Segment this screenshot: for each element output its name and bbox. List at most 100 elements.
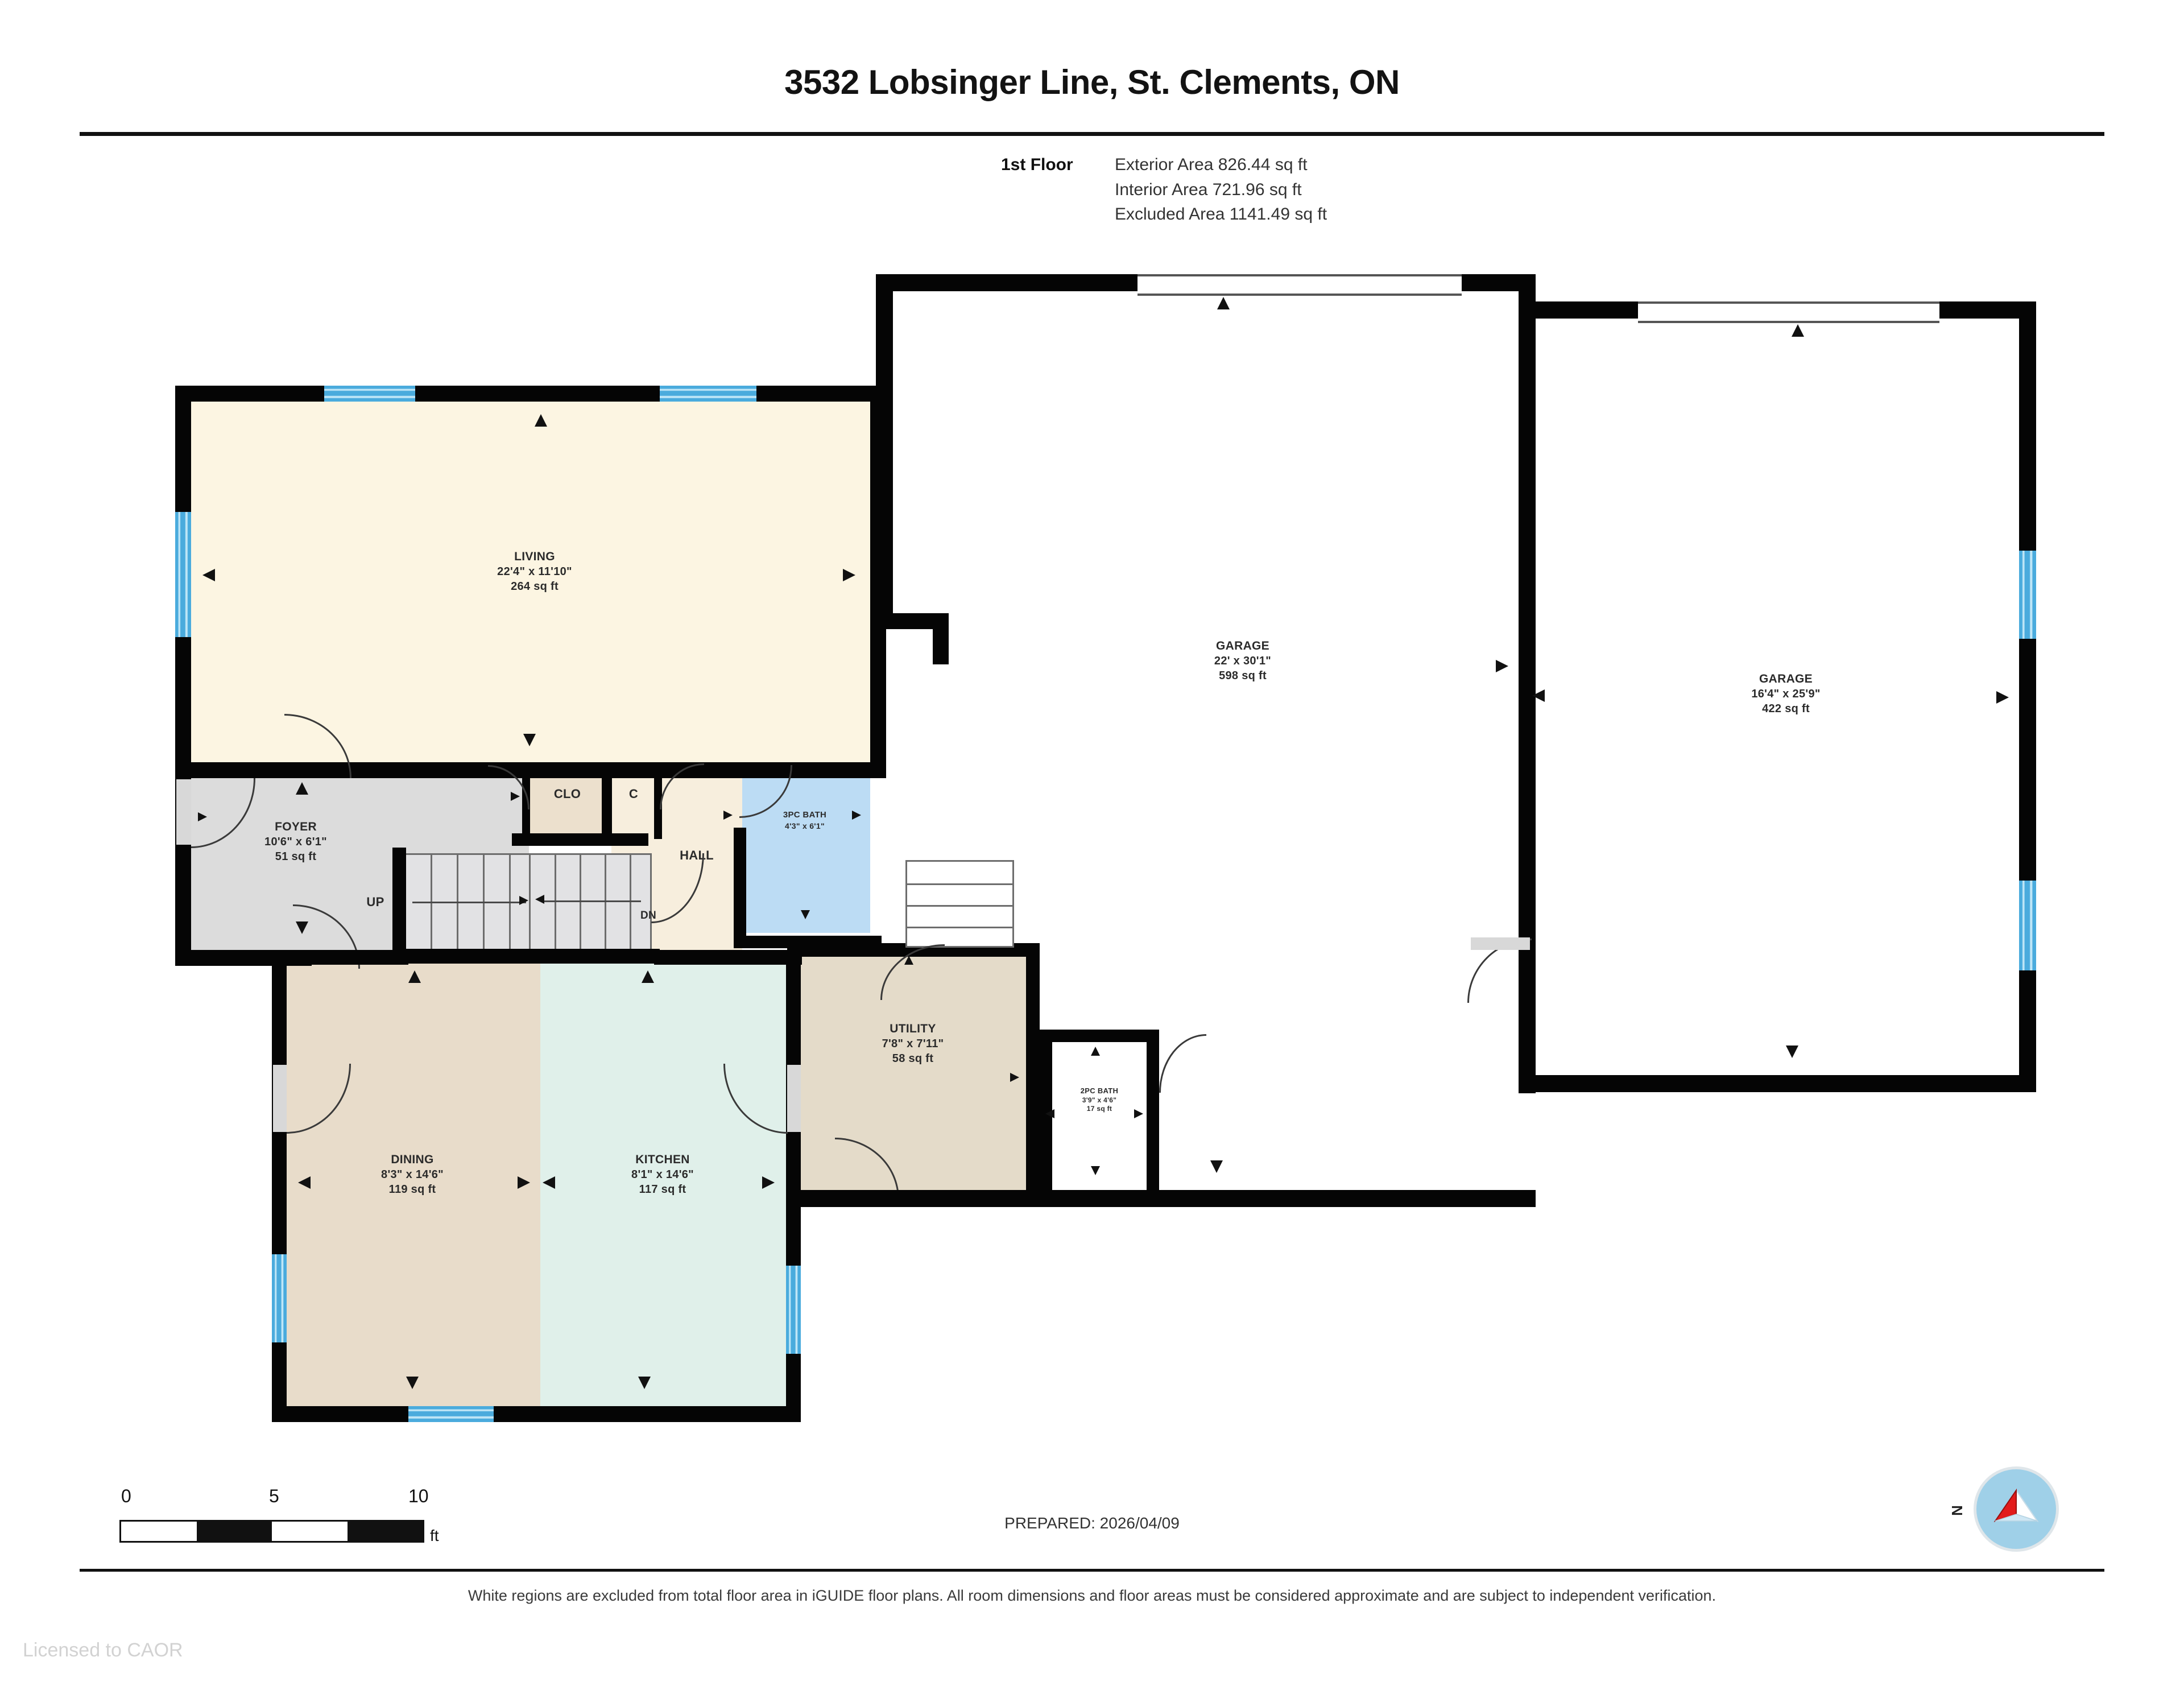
prepared-date: PREPARED: 2026/04/09 [1004,1514,1180,1532]
scale-unit: ft [430,1527,439,1544]
area-summary: 1st Floor Exterior Area 826.44 sq ft Int… [1001,152,1327,227]
wall-stair-bottom [398,949,660,964]
door-bath2pc[interactable] [1159,1034,1206,1093]
arrow-dining-top [408,970,421,983]
room-area-utility: 58 sq ft [892,1052,934,1065]
arrow-bath2pc-right [1134,1109,1143,1118]
wall-living-nub-v [933,613,949,664]
door-leaf-garage-pass [1471,937,1530,950]
label-up: UP [366,895,384,909]
wall-utility-right [1026,943,1040,1205]
room-name-garage1: GARAGE [1216,639,1269,652]
room-name-bath3pc: 3PC BATH [783,810,827,820]
room-name-c: C [628,787,639,801]
room-dims-bath2pc: 3'9" x 4'6" [1082,1096,1117,1104]
room-name-bath2pc: 2PC BATH [1080,1086,1119,1095]
window-living-top-1 [324,386,415,402]
room-label-dining: DINING 8'3" x 14'6" 119 sq ft [341,1152,483,1197]
arrow-kitchen-bottom [638,1377,651,1389]
arrow-utility-stairs [904,956,913,965]
wall-garage1-left [876,274,893,615]
compass-north-label: N [1948,1505,1966,1516]
wall-bath2pc-right [1147,1030,1159,1200]
window-garage2-right-2 [2019,881,2036,970]
page-title: 3532 Lobsinger Line, St. Clements, ON [784,63,1400,101]
licensed-text: Licensed to CAOR [23,1639,183,1661]
arrow-bath3pc-left [723,811,733,820]
scale-tick-0: 0 [121,1486,131,1506]
garage-door-1[interactable] [1138,274,1462,296]
arrow-living-left [202,569,215,581]
door-leaf-dining [273,1065,287,1132]
room-area-foyer: 51 sq ft [275,850,317,863]
scale-tick-5: 5 [269,1486,279,1506]
wall-clo-bottom [512,833,648,846]
arrow-kitchen-mid [543,1176,555,1189]
wall-utility-left [787,943,801,1046]
disclaimer-text: White regions are excluded from total fl… [468,1587,1716,1604]
room-label-bath3pc: 3PC BATH 4'3" x 6'1" [739,809,870,831]
arrow-foyer-bottom [296,921,308,934]
room-label-kitchen: KITCHEN 8'1" x 14'6" 117 sq ft [592,1152,734,1197]
room-label-bath2pc: 2PC BATH 3'9" x 4'6" 17 sq ft [1048,1086,1151,1114]
arrow-living-bottom [523,734,536,746]
wall-dk-top-right [654,950,802,965]
room-area-garage2: 422 sq ft [1762,702,1810,716]
arrow-garage1-door [1217,297,1230,309]
staircase-up[interactable] [404,853,538,953]
header-divider [80,132,2104,136]
garage-door-2[interactable] [1638,301,1939,323]
compass-needle-icon [1993,1488,2039,1522]
room-label-foyer: FOYER 10'6" x 6'1" 51 sq ft [222,819,370,864]
room-name-foyer: FOYER [275,820,317,833]
arrow-garage2-bottom [1786,1046,1798,1058]
arrow-bath3pc-right [852,811,861,820]
room-dims-kitchen: 8'1" x 14'6" [631,1168,694,1181]
arrow-bath2pc-left [1045,1109,1054,1118]
arrow-garage2-door [1792,324,1804,337]
wall-dk-top-left [272,950,408,965]
room-area-bath2pc: 17 sq ft [1086,1105,1112,1113]
arrow-foyer-entry [198,812,207,821]
room-dims-foyer: 10'6" x 6'1" [264,836,327,849]
room-label-utility: UTILITY 7'8" x 7'11" 58 sq ft [842,1021,984,1066]
wall-dk-bottom [272,1406,801,1422]
wall-garage1-bottom [801,1190,1536,1207]
arrow-living-right [843,569,855,581]
wall-c-right [654,762,662,839]
arrow-garage2-right [1996,691,2009,704]
staircase-up-label: UP [353,894,398,911]
arrow-bath2pc-top [1091,1047,1100,1056]
room-dims-living: 22'4" x 11'10" [497,565,572,578]
wall-garage2-right [2019,301,2036,1092]
room-dims-dining: 8'3" x 14'6" [381,1168,444,1181]
staircase-down[interactable] [529,853,652,951]
wall-clo-right [602,762,612,839]
arrow-living-top [535,414,547,427]
excluded-area: Excluded Area 1141.49 sq ft [1115,205,1327,224]
arrow-dining-mid [518,1176,530,1189]
room-area-dining: 119 sq ft [388,1183,436,1196]
arrow-clo [511,792,520,801]
window-living-top-2 [660,386,756,402]
wall-dk-left [272,950,287,1422]
room-area-garage1: 598 sq ft [1219,670,1267,683]
scale-seg-2 [196,1522,272,1541]
wall-garage2-bottom [1536,1075,2036,1092]
window-kitchen-right [786,1266,801,1354]
room-area-kitchen: 117 sq ft [639,1183,686,1196]
room-label-garage1: GARAGE 22' x 30'1" 598 sq ft [1157,638,1328,683]
arrow-kitchen-right [762,1176,775,1189]
scale-tick-10: 10 [408,1486,429,1506]
window-living-left [175,512,191,637]
exterior-stairs-utility[interactable] [905,860,1014,948]
room-name-garage2: GARAGE [1759,672,1813,685]
compass-ring [1974,1466,2059,1552]
room-label-clo: CLO [529,786,606,803]
scale-bar [119,1520,424,1543]
room-name-clo: CLO [553,787,581,801]
room-name-living: LIVING [514,550,555,563]
floor-label: 1st Floor [1001,155,1073,174]
